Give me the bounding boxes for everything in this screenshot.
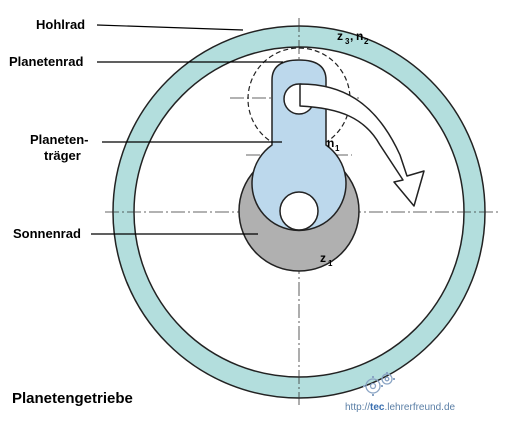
svg-text:2: 2	[364, 37, 369, 46]
svg-text:n: n	[327, 136, 334, 150]
svg-text:3: 3	[345, 37, 350, 46]
label-planet-gear: Planetenrad	[9, 54, 83, 69]
svg-text:1: 1	[328, 259, 333, 268]
watermark-url: http://tec.lehrerfreund.de	[345, 402, 456, 413]
label-carrier-line2: träger	[44, 148, 81, 163]
sun-axle-hole	[279, 191, 319, 231]
gear-logo-icon	[363, 372, 395, 396]
label-ring-gear: Hohlrad	[36, 17, 85, 32]
label-sun-gear: Sonnenrad	[13, 226, 81, 241]
symbol-carrier: n 1	[327, 136, 340, 153]
rotation-arrow	[299, 83, 425, 207]
diagram-title: Planetengetriebe	[12, 390, 133, 407]
svg-text:,: ,	[350, 29, 353, 43]
svg-text:z: z	[337, 29, 343, 43]
symbol-planet: z 3 , n 2	[337, 29, 369, 46]
svg-text:z: z	[320, 251, 326, 265]
svg-text:1: 1	[335, 144, 340, 153]
label-carrier-line1: Planeten-	[30, 132, 89, 147]
symbol-sun: z 1	[320, 251, 333, 268]
leader-lines	[91, 24, 283, 235]
svg-text:n: n	[356, 29, 363, 43]
